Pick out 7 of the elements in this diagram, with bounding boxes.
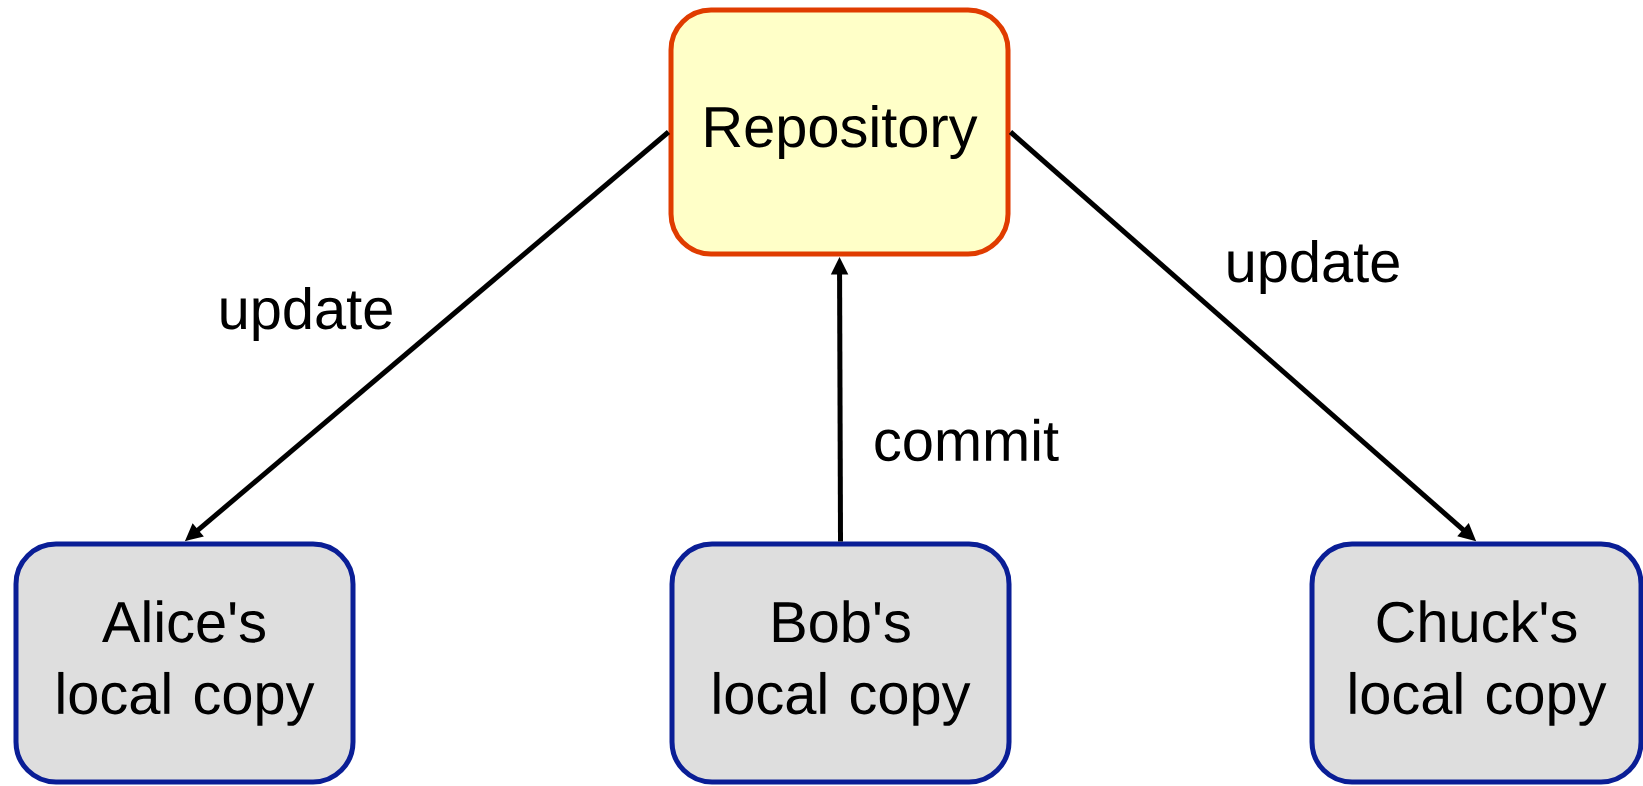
local-copy-box: Chuck's local copy bbox=[1309, 541, 1643, 785]
repository-box: Repository bbox=[668, 7, 1011, 257]
local-copy-box: Alice's local copy bbox=[13, 541, 356, 785]
edge-label: update bbox=[1222, 238, 1404, 296]
edge-label: update bbox=[215, 285, 397, 343]
local-copy-box: Bob's local copy bbox=[669, 541, 1012, 785]
edge-label: commit bbox=[870, 416, 1062, 464]
